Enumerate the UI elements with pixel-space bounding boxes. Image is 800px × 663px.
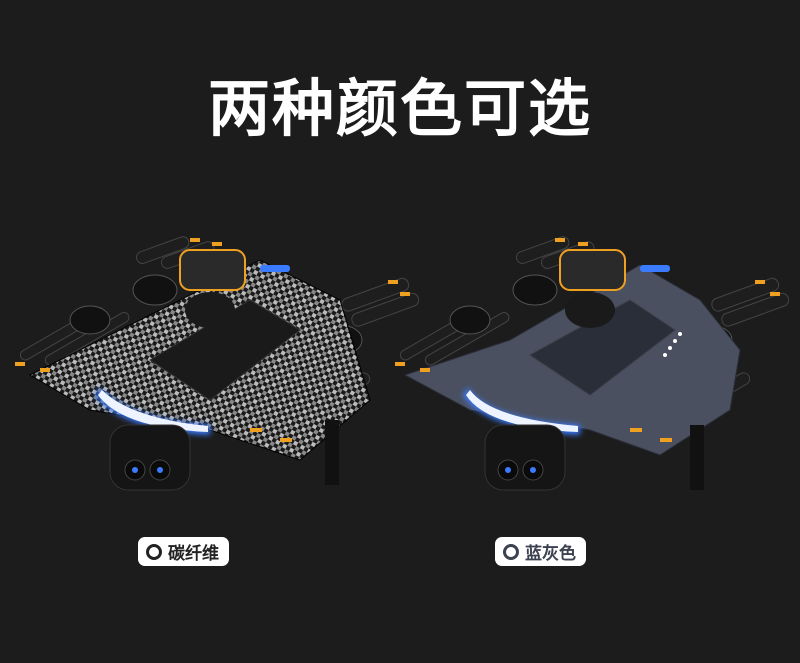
radio-ring-icon	[503, 543, 519, 560]
radio-ring-icon	[146, 543, 162, 560]
color-option-label: 碳纤维	[168, 544, 219, 564]
drone-carbon-fiber-image	[15, 236, 420, 491]
drone-blue-gray-image	[395, 236, 790, 491]
color-option-carbon-fiber[interactable]: 碳纤维	[138, 537, 229, 566]
page-title: 两种颜色可选	[207, 72, 592, 145]
color-option-label: 蓝灰色	[525, 544, 576, 564]
color-option-blue-gray[interactable]: 蓝灰色	[495, 537, 586, 566]
